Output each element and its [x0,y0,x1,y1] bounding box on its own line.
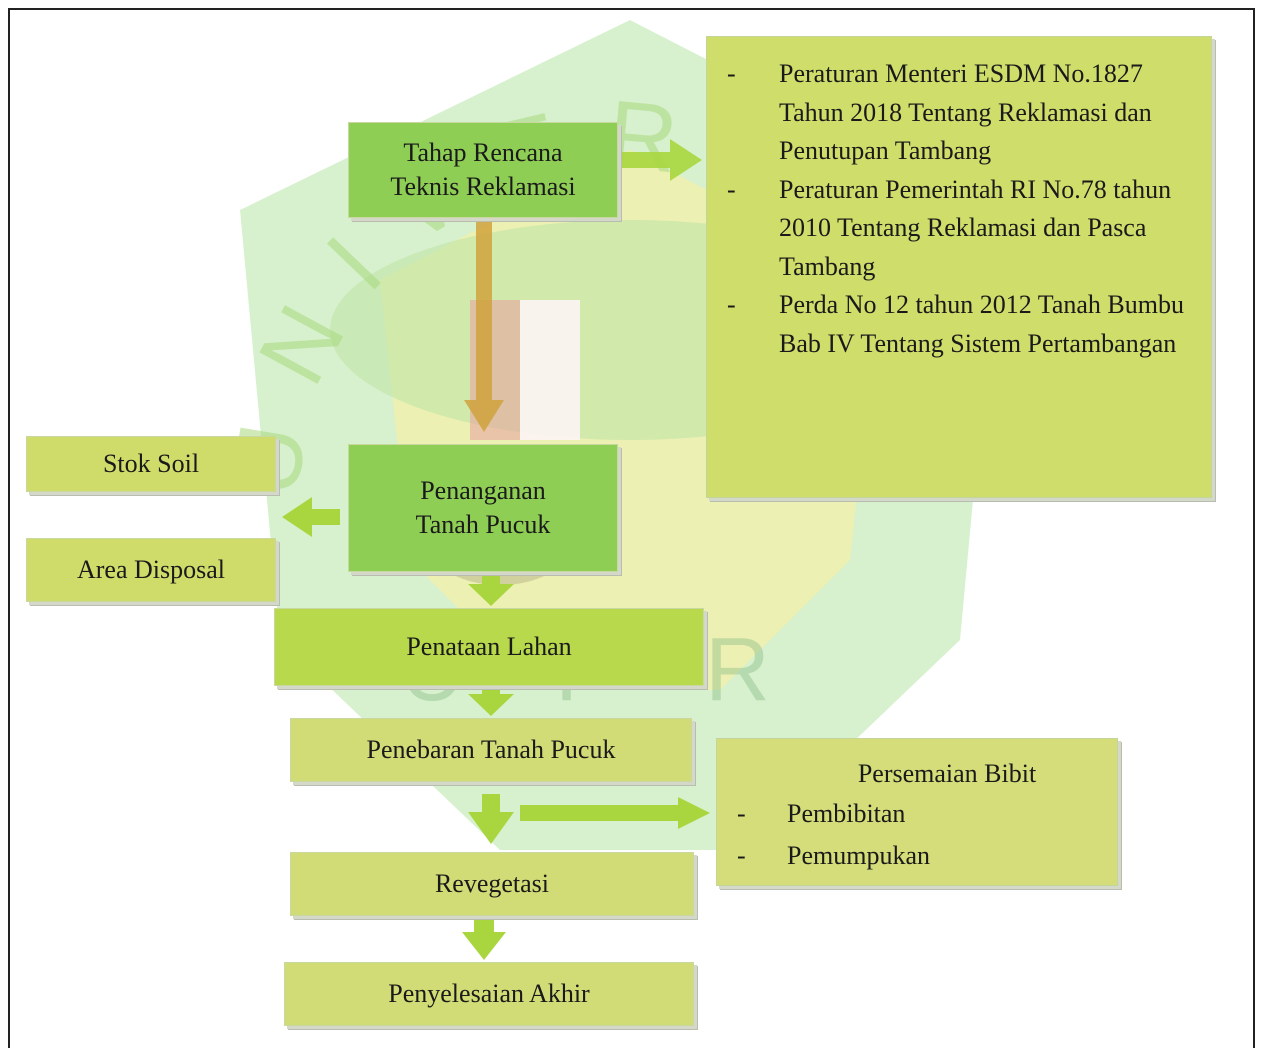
regulation-bullet: - [727,174,736,204]
node-penyelesaian: Penyelesaian Akhir [284,962,694,1026]
regulations-list: - Peraturan Menteri ESDM No.1827 Tahun 2… [727,55,1197,363]
regulation-bullet: - [727,290,736,319]
node-revegetasi-label: Revegetasi [434,869,550,898]
seedling-text: Pemumpukan [787,841,930,870]
diagram-frame [8,8,1255,1048]
regulation-text: Peraturan Menteri ESDM No.1827 Tahun 201… [779,59,1152,165]
node-penebaran: Penebaran Tanah Pucuk [290,718,692,782]
node-penataan: Penataan Lahan [274,608,704,686]
regulation-item: - Peraturan Menteri ESDM No.1827 Tahun 2… [727,55,1197,171]
node-tahap-rencana-label: Tahap Rencana Teknis Reklamasi [390,138,576,201]
node-stok-soil: Stok Soil [26,436,276,492]
node-stok-soil-label: Stok Soil [102,449,200,478]
regulation-text: Peraturan Pemerintah RI No.78 tahun 2010… [779,174,1172,281]
seedling-text: Pembibitan [787,799,906,828]
seedlings-box: Persemaian Bibit - Pembibitan - Pemumpuk… [716,738,1118,886]
seedling-item: - Pemumpukan [737,835,930,877]
regulation-item: - Perda No 12 tahun 2012 Tanah Bumbu Bab… [727,286,1197,363]
seedlings-title: Persemaian Bibit [857,759,1037,788]
node-area-disposal: Area Disposal [26,538,276,602]
node-penataan-label: Penataan Lahan [406,632,572,661]
node-revegetasi: Revegetasi [290,852,694,916]
regulation-bullet: - [727,59,736,88]
regulation-item: - Peraturan Pemerintah RI No.78 tahun 20… [727,171,1197,287]
seedling-bullet: - [737,799,746,828]
regulation-text: Perda No 12 tahun 2012 Tanah Bumbu Bab I… [779,290,1184,358]
node-penanganan-label: Penanganan Tanah Pucuk [415,476,551,539]
node-tahap-rencana: Tahap Rencana Teknis Reklamasi [348,122,618,218]
seedling-bullet: - [737,841,746,870]
node-area-disposal-label: Area Disposal [76,555,225,584]
node-penebaran-label: Penebaran Tanah Pucuk [366,735,616,764]
node-penanganan: Penanganan Tanah Pucuk [348,444,618,572]
seedlings-list: - Pembibitan - Pemumpukan [737,793,930,877]
node-penyelesaian-label: Penyelesaian Akhir [388,979,590,1008]
regulations-box: - Peraturan Menteri ESDM No.1827 Tahun 2… [706,36,1212,498]
seedling-item: - Pembibitan [737,793,930,835]
